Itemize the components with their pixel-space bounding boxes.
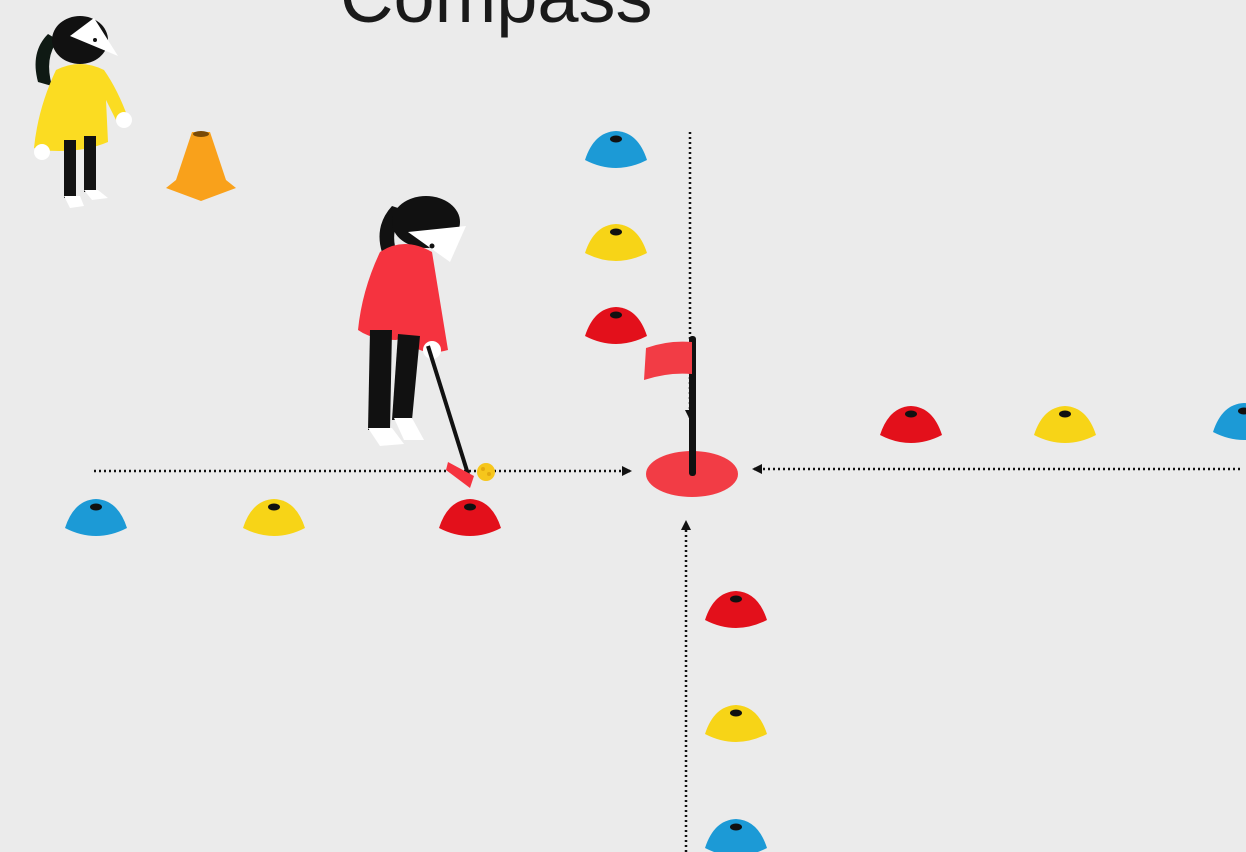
marker-disc-south-yellow: [705, 705, 767, 742]
golf-ball-icon: [477, 463, 495, 481]
traffic-cone-icon: [166, 131, 236, 201]
golfer-putting-icon: [358, 196, 474, 488]
marker-disc-north-red: [585, 307, 647, 344]
waiting-player-icon: [34, 16, 132, 208]
marker-disc-south-blue: [705, 819, 767, 852]
marker-disc-east-blue: [1213, 403, 1246, 440]
marker-disc-north-blue: [585, 131, 647, 168]
marker-disc-west-red: [439, 499, 501, 536]
marker-disc-north-yellow: [585, 224, 647, 261]
marker-disc-south-red: [705, 591, 767, 628]
marker-disc-west-yellow: [243, 499, 305, 536]
marker-discs: [65, 131, 1246, 852]
marker-disc-east-red: [880, 406, 942, 443]
marker-disc-west-blue: [65, 499, 127, 536]
marker-disc-east-yellow: [1034, 406, 1096, 443]
